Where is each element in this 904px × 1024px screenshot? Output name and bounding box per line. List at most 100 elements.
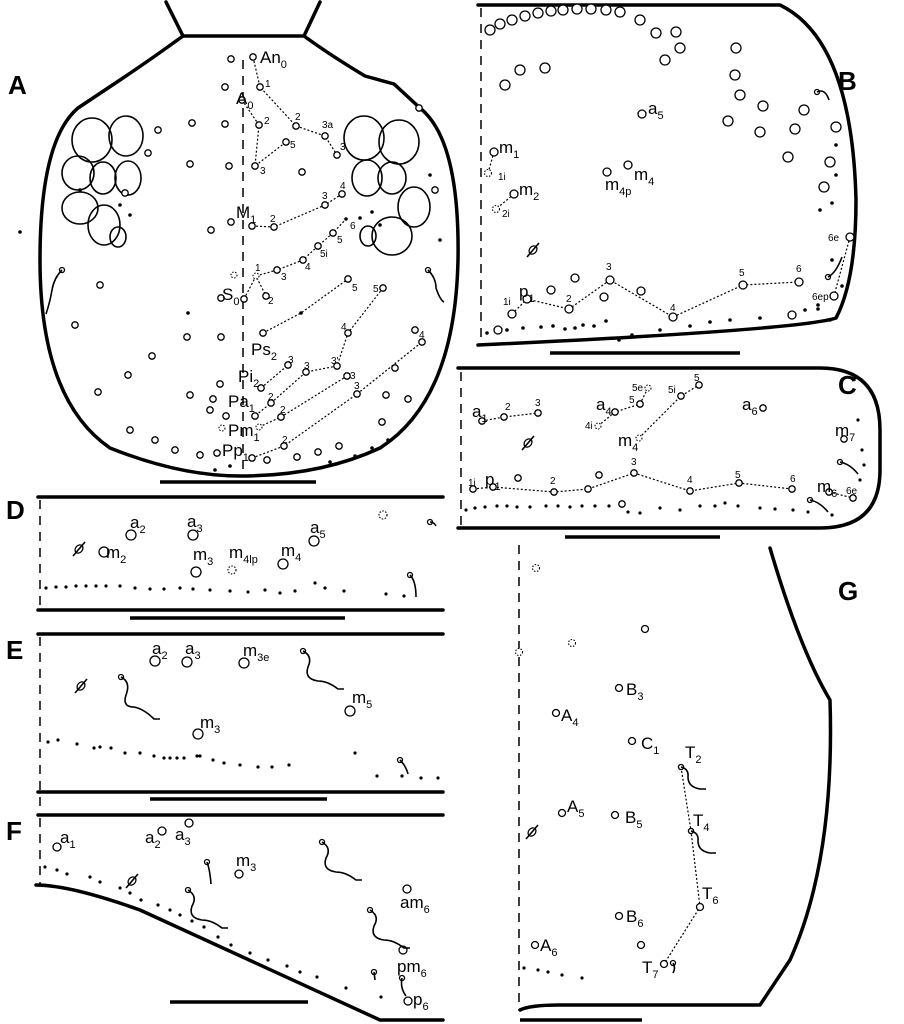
- chaeta-label-base: 2: [566, 294, 572, 305]
- microchaeta: [551, 324, 555, 328]
- macrochaeta: [217, 333, 225, 341]
- chaeta-label-base: a: [145, 828, 155, 847]
- microchaeta: [74, 584, 78, 588]
- chaeta-label-subscript: 7: [652, 969, 658, 981]
- chaeta-label-base: m: [243, 641, 257, 660]
- microchaeta: [323, 586, 327, 590]
- chaeta-label-base: 3a: [322, 120, 334, 131]
- macrochaeta: [557, 808, 567, 818]
- macrochaeta: [256, 83, 264, 91]
- chaeta-label-base: Ps: [251, 340, 271, 359]
- macrochaeta: [248, 454, 256, 462]
- microchaeta: [228, 464, 232, 468]
- chaeta-label-base: p: [519, 282, 528, 301]
- chaeta-label: 4i: [585, 421, 593, 432]
- macrochaeta: [519, 10, 531, 22]
- chaeta-label: 2: [268, 392, 274, 403]
- chaeta-label-subscript: 2: [533, 191, 539, 203]
- chaeta-label-subscript: 7: [849, 432, 855, 444]
- macrochaeta: [585, 3, 597, 15]
- chaeta-label-subscript: 5: [657, 110, 663, 122]
- trichobothrium-icon: [318, 838, 362, 881]
- microchaeta: [592, 324, 596, 328]
- microchaeta: [436, 776, 440, 780]
- microchaeta: [98, 745, 102, 749]
- chaeta-label-subscript: 6: [712, 895, 718, 907]
- chaeta-label: 5i: [320, 249, 328, 260]
- microchaeta: [43, 865, 47, 869]
- microchaeta: [263, 588, 267, 592]
- macrochaeta: [829, 291, 839, 301]
- macrochaeta: [489, 483, 497, 491]
- chaeta-label: 6: [790, 474, 796, 485]
- trichobothrium-icon: [424, 266, 445, 303]
- chaeta-label-base: m: [499, 138, 513, 157]
- microchaeta: [539, 325, 543, 329]
- microchaeta: [862, 463, 866, 467]
- chaeta-label-subscript: 2: [139, 524, 145, 536]
- microchaeta: [830, 201, 834, 205]
- absent-chaeta: [594, 422, 602, 430]
- macrochaeta: [277, 558, 289, 570]
- microchaeta: [830, 258, 834, 262]
- macrochaeta: [343, 372, 351, 380]
- microchaeta: [378, 223, 382, 227]
- chaeta-label-subscript: 3: [214, 724, 220, 736]
- macrochaeta: [677, 392, 685, 400]
- chaeta-label-base: T: [693, 811, 703, 830]
- microchaeta: [515, 505, 519, 509]
- macrochaeta: [206, 406, 214, 414]
- macrochaeta: [391, 364, 399, 372]
- microchaeta: [736, 504, 740, 508]
- macrochaeta: [845, 232, 855, 242]
- macrochaeta: [321, 132, 329, 140]
- microchaeta: [238, 763, 242, 767]
- microchaeta: [370, 446, 374, 450]
- chaeta-label-base: 3: [322, 191, 328, 202]
- macrochaeta: [314, 448, 322, 456]
- microchaeta: [18, 230, 22, 234]
- macrochaeta: [98, 546, 110, 558]
- chaeta-label: a2: [145, 828, 161, 851]
- microchaeta: [64, 585, 68, 589]
- chaeta-label: a6: [742, 395, 758, 418]
- chaeta-label: 5e: [632, 383, 644, 394]
- chaeta-label: 5: [337, 235, 343, 246]
- chaeta-label-subscript: 6: [424, 904, 430, 916]
- chaeta-label-base: T: [685, 743, 695, 762]
- chaeta-label: 4: [340, 181, 346, 192]
- microchaeta: [208, 588, 212, 592]
- macrochaeta: [840, 435, 848, 443]
- chaeta-label-subscript: 4: [703, 822, 709, 834]
- microchaeta: [54, 585, 58, 589]
- chaeta-label-base: 3: [354, 381, 360, 392]
- microchaeta: [505, 504, 509, 508]
- chaeta-label-base: m: [106, 543, 120, 562]
- chaeta-label-base: B: [625, 808, 636, 827]
- macrochaeta: [344, 329, 352, 337]
- chaeta-label-base: 2: [550, 476, 556, 487]
- microchaeta: [370, 210, 374, 214]
- chaeta-label-subscript: 1: [494, 481, 500, 493]
- macrochaeta: [759, 404, 767, 412]
- macrochaeta: [415, 104, 423, 112]
- chaeta-label: M1: [236, 203, 256, 226]
- chaeta-label-subscript: 4: [632, 442, 638, 454]
- macrochaeta: [539, 62, 551, 74]
- microchaeta: [723, 501, 727, 505]
- microchaeta: [202, 925, 206, 929]
- trichobothrium-icon: [426, 518, 437, 527]
- chaeta-connector: [663, 766, 701, 965]
- microchaeta: [473, 506, 477, 510]
- chaeta-label: am6: [400, 893, 430, 916]
- chaeta-label: 3: [304, 361, 310, 372]
- chaeta-label: 6ep: [812, 292, 829, 303]
- chaeta-label-subscript: 3: [184, 836, 190, 848]
- microchaeta: [828, 318, 832, 322]
- microchaeta: [216, 935, 220, 939]
- microchaeta: [148, 587, 152, 591]
- absent-chaeta: [567, 638, 577, 648]
- absent-chaeta: [227, 565, 237, 575]
- panel-letter-b: B: [838, 66, 857, 96]
